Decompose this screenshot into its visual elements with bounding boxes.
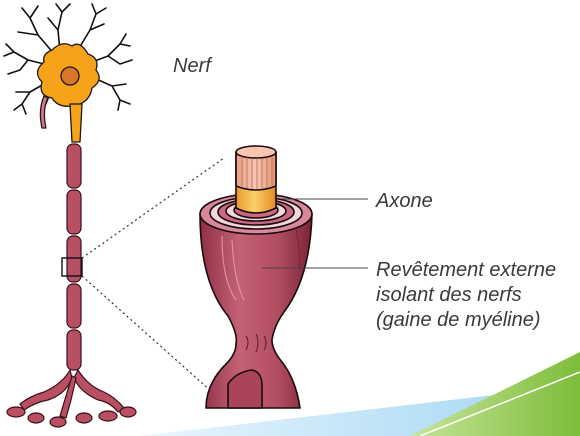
myelin-segment xyxy=(67,190,81,234)
myelinated-axon xyxy=(7,144,136,427)
nucleus xyxy=(61,67,79,85)
myelin-segment xyxy=(67,330,81,370)
axone-label: Axone xyxy=(376,189,433,214)
myelin-sheath-label: Revêtement externe isolant des nerfs (ga… xyxy=(376,258,556,333)
myelin-sheath-label-line-2: isolant des nerfs xyxy=(376,283,556,308)
zoom-line-bottom xyxy=(82,276,212,392)
nerf-label: Nerf xyxy=(173,54,211,79)
side-strand xyxy=(40,96,48,128)
axon-terminals xyxy=(7,370,136,427)
myelin-sheath-label-line-3: (gaine de myéline) xyxy=(376,308,556,333)
decorative-corner-bands xyxy=(140,352,580,436)
magnified-axon xyxy=(200,146,312,408)
axon-hillock xyxy=(70,104,82,142)
myelin-segment xyxy=(67,236,81,282)
myelin-sheath-label-line-1: Revêtement externe xyxy=(376,258,556,283)
myelin-segment xyxy=(67,284,81,328)
neuron-cell-body xyxy=(4,4,132,142)
myelin-segment xyxy=(67,144,81,188)
